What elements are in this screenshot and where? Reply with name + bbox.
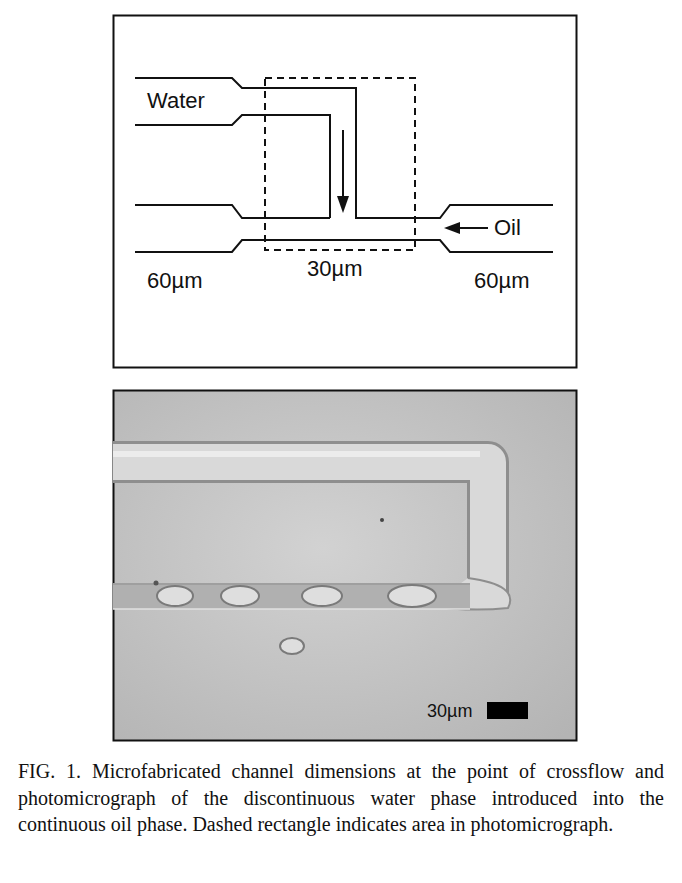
channel-wall (135, 205, 330, 218)
scale-bar (487, 702, 528, 719)
photo-channel (113, 454, 510, 610)
water-stream (113, 462, 488, 594)
photomicrograph (114, 391, 577, 741)
narrow-channel (113, 583, 470, 609)
highlight (113, 451, 480, 457)
channel-wall (135, 115, 330, 218)
droplets (157, 585, 436, 654)
flow-arrow (342, 130, 344, 200)
droplet (280, 638, 304, 654)
channel-walls (135, 78, 553, 252)
arrow-head (444, 222, 460, 234)
channel-edge (113, 608, 470, 610)
droplet (302, 586, 342, 606)
dimension-label: 60µm (474, 270, 529, 292)
scale-label: 30µm (427, 702, 472, 720)
flow-arrow (458, 227, 488, 229)
dashed-area (265, 78, 415, 250)
dimension-label: 30µm (307, 258, 362, 280)
droplet (157, 586, 193, 606)
schematic-frame (114, 16, 577, 368)
channel-label: Water (147, 90, 205, 112)
arrow-head (337, 196, 349, 213)
dimension-label: 60µm (147, 270, 202, 292)
channel-wall (135, 240, 553, 252)
figure-caption: FIG. 1. Microfabricated channel dimensio… (18, 758, 664, 838)
speck (154, 581, 159, 586)
channel-shadow (113, 462, 488, 594)
speck (380, 518, 384, 522)
channel-label: Oil (494, 217, 521, 239)
droplet (388, 585, 436, 607)
channel-wall (135, 78, 553, 218)
droplet (221, 586, 259, 606)
